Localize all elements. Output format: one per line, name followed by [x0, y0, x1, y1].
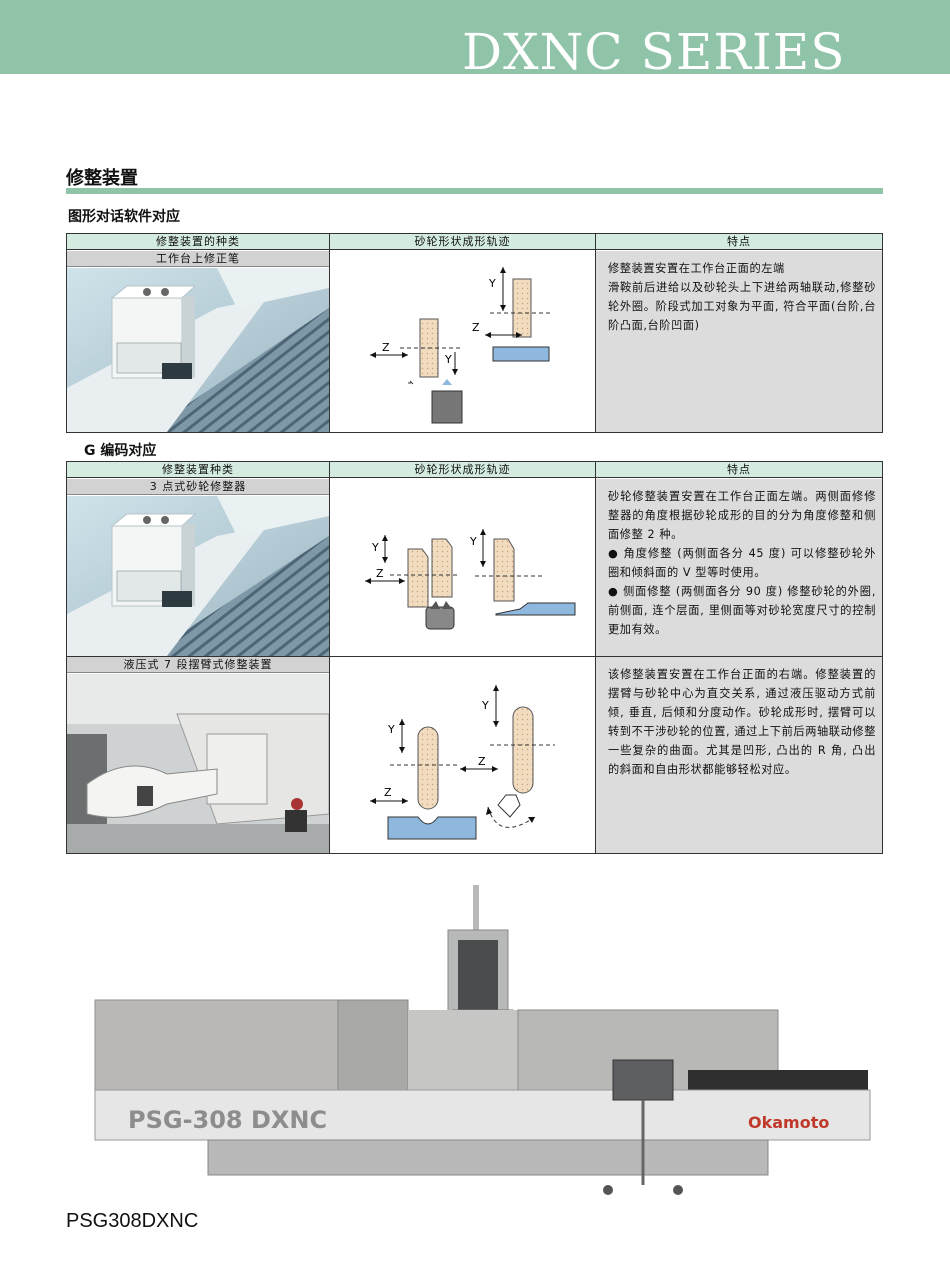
- z-axis-label: Z: [478, 755, 486, 768]
- feature-text: 修整装置安置在工作台正面的左端: [608, 262, 785, 275]
- y-axis-label: Y: [444, 353, 452, 366]
- y-axis-label: Y: [387, 723, 395, 736]
- trajectory-diagram: Z Y Y Z: [330, 251, 595, 432]
- features-cell: 该修整装置安置在工作台正面的右端。修整装置的摆臂与砂轮中心为直交关系, 通过液压…: [596, 657, 882, 853]
- feature-text: ● 角度修整 (两侧面各分 45 度) 可以修整砂轮外圈和倾斜面的 V 型等时使…: [608, 547, 876, 579]
- header-shape: 砂轮形状成形轨迹: [414, 235, 511, 248]
- subtitle-graphic: 图形对话软件对应: [68, 209, 180, 225]
- row-label: 液压式 7 段摆臂式修整装置: [67, 657, 329, 673]
- machine-model-label: PSG-308 DXNC: [128, 1106, 327, 1134]
- table-gcode: 修整装置种类 砂轮形状成形轨迹 特点 3 点式砂轮修整器 Y: [66, 461, 883, 854]
- y-axis-label: Y: [481, 699, 489, 712]
- section-title: 修整装置: [66, 168, 138, 189]
- dresser-photo: [67, 496, 329, 656]
- z-axis-label: Z: [384, 786, 392, 799]
- feature-text: 砂轮修整装置安置在工作台正面左端。两侧面修修整器的角度根据砂轮成形的目的分为角度…: [608, 490, 876, 541]
- feature-text: 该修整装置安置在工作台正面的右端。修整装置的摆臂与砂轮中心为直交关系, 通过液压…: [608, 668, 876, 776]
- section-divider: [66, 188, 883, 194]
- z-axis-label: Z: [472, 321, 480, 334]
- header-kind: 修整装置的种类: [156, 235, 240, 248]
- machine-photo: PSG-308 DXNC Okamoto: [88, 880, 888, 1210]
- dresser-photo: [67, 674, 329, 853]
- feature-text: ● 侧面修整 (两侧面各分 90 度) 修整砂轮的外圈, 前侧面, 连个层面, …: [608, 585, 876, 636]
- header-shape: 砂轮形状成形轨迹: [414, 463, 511, 476]
- subtitle-gcode: G 编码对应: [84, 443, 157, 459]
- table-header: 修整装置种类 砂轮形状成形轨迹 特点: [67, 462, 882, 478]
- model-caption: PSG308DXNC: [66, 1210, 199, 1232]
- row-label: 3 点式砂轮修整器: [67, 479, 329, 495]
- features-cell: 修整装置安置在工作台正面的左端 滑鞍前后进给以及砂轮头上下进给两轴联动,修整砂轮…: [596, 251, 882, 432]
- y-axis-label: Y: [469, 535, 477, 548]
- y-axis-label: Y: [488, 277, 496, 290]
- features-cell: 砂轮修整装置安置在工作台正面左端。两侧面修修整器的角度根据砂轮成形的目的分为角度…: [596, 479, 882, 656]
- z-axis-label: Z: [376, 567, 384, 580]
- table-header: 修整装置的种类 砂轮形状成形轨迹 特点: [67, 234, 882, 250]
- header-band: [0, 0, 950, 74]
- dresser-photo: [67, 268, 329, 432]
- y-axis-label: Y: [371, 541, 379, 554]
- series-title: DXNC SERIES: [462, 23, 846, 81]
- trajectory-diagram: Y Z Y: [330, 479, 595, 656]
- header-kind: 修整装置种类: [162, 463, 234, 476]
- trajectory-diagram: Y Z Y Z: [330, 657, 595, 853]
- feature-text: 滑鞍前后进给以及砂轮头上下进给两轴联动,修整砂轮外圈。阶段式加工对象为平面, 符…: [608, 281, 876, 332]
- z-axis-label: Z: [382, 341, 390, 354]
- row-label: 工作台上修正笔: [67, 251, 329, 267]
- table-graphic-software: 修整装置的种类 砂轮形状成形轨迹 特点 工作台上修正笔: [66, 233, 883, 433]
- header-features: 特点: [727, 235, 751, 248]
- brand-logo: Okamoto: [748, 1113, 829, 1132]
- header-features: 特点: [727, 463, 751, 476]
